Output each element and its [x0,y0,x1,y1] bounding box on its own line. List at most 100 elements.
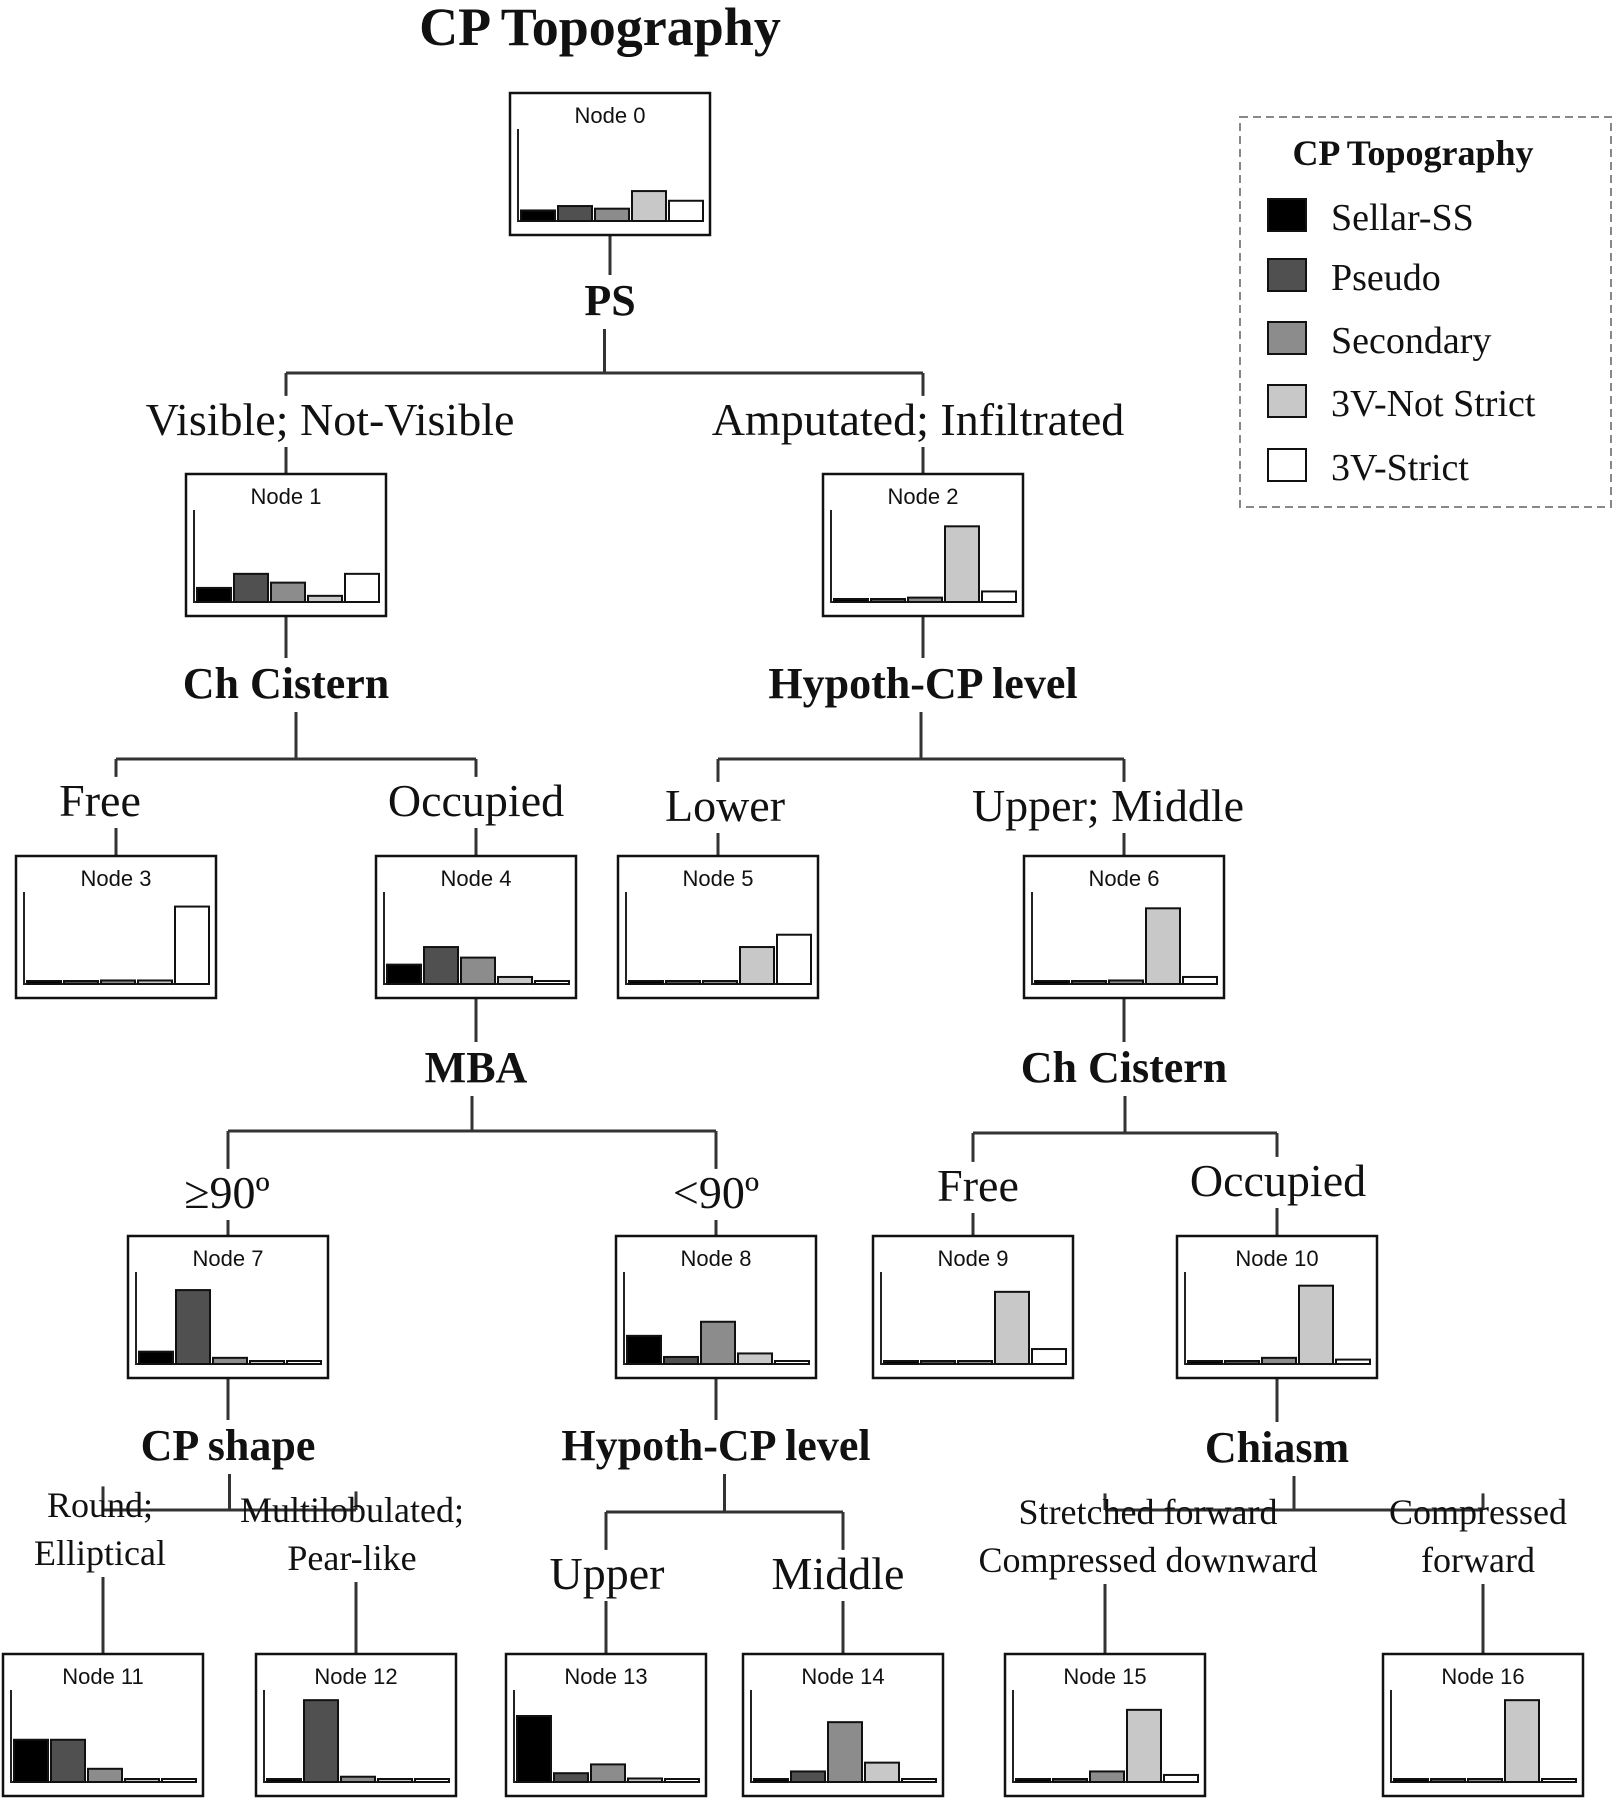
node-bar [1108,979,1144,985]
legend-swatch [1267,384,1307,418]
node-bar [1298,1284,1334,1366]
node-bar [920,1360,956,1365]
node-bar [174,905,210,985]
node-bar [233,572,269,604]
tree-node: Node 12 [254,1652,458,1798]
node-bar [994,1290,1030,1365]
node-bar [1031,1348,1067,1366]
node-bar [907,596,943,603]
node-label: Node 9 [938,1246,1009,1271]
node-label: Node 4 [441,866,512,891]
branch-condition-label: Occupied [388,775,564,826]
node-bar [1071,980,1107,985]
legend-item: Pseudo [1267,257,1441,299]
node-bar [753,1778,789,1783]
node-bar [516,1715,552,1783]
node-bar [175,1289,211,1365]
node-bar [26,980,62,985]
diagram-title: CP Topography [419,0,781,57]
branch-condition-label: Round; [47,1485,153,1525]
node-bar [414,1778,450,1783]
node-bar [1504,1699,1540,1784]
node-bar [138,1350,174,1366]
node-bar [340,1775,376,1783]
node-label: Node 2 [888,484,959,509]
legend-item: 3V-Not Strict [1267,383,1536,425]
node-bar [1430,1778,1466,1783]
tree-node: Node 11 [1,1652,205,1798]
branch-condition-label: Middle [772,1548,905,1599]
node-label: Node 15 [1063,1664,1146,1689]
node-bar [100,979,136,985]
legend-title: CP Topography [1292,133,1533,173]
node-bar [1224,1360,1260,1365]
node-bar [307,594,343,604]
tree-node: Node 1 [184,472,388,618]
branch-condition-label: Compressed downward [979,1540,1318,1580]
branch-condition-label: Stretched forward [1019,1492,1278,1532]
node-bar [901,1778,937,1783]
node-bar [303,1699,339,1784]
split-variable-label: Hypoth-CP level [768,659,1077,708]
legend-swatch [1267,258,1307,292]
node-box [1022,854,1226,1000]
legend-label: Sellar-SS [1331,197,1474,239]
node-bar [63,980,99,985]
branch-condition-label: forward [1421,1540,1535,1580]
tree-node: Node 13 [504,1652,708,1798]
branch-condition-label: Elliptical [34,1533,166,1573]
node-bar [520,209,556,223]
node-bar [460,956,496,985]
node-label: Node 8 [681,1246,752,1271]
legend-swatch [1267,448,1307,482]
node-bar [212,1356,248,1365]
node-bar [1335,1358,1371,1365]
tree-node: Node 14 [741,1652,945,1798]
node-bar [1541,1778,1577,1783]
node-bar [739,946,775,985]
node-bar [1034,980,1070,985]
legend-swatch [1267,198,1307,232]
branch-condition-label: Upper [550,1548,665,1599]
node-label: Node 1 [251,484,322,509]
tree-node: Node 6 [1022,854,1226,1000]
tree-node: Node 7 [126,1234,330,1380]
node-label: Node 7 [193,1246,264,1271]
tree-node: Node 8 [614,1234,818,1380]
node-bar [944,525,980,604]
node-bar [196,586,232,603]
node-label: Node 0 [575,103,646,128]
legend-item: Secondary [1267,320,1491,362]
node-bar [631,190,667,223]
node-bar [1126,1708,1162,1783]
node-bar [497,975,533,986]
node-bar [870,598,906,603]
node-bar [1393,1778,1429,1783]
split-variable-label: Ch Cistern [183,659,390,708]
node-bar [377,1778,413,1783]
node-bar [1467,1778,1503,1783]
node-bar [628,980,664,985]
node-label: Node 6 [1089,866,1160,891]
node-bar [594,207,630,222]
branch-condition-label: Lower [665,780,785,831]
split-variable-label: CP shape [141,1421,316,1470]
node-bar [700,1320,736,1366]
tree-node: Node 4 [374,854,578,1000]
split-variable-label: PS [584,276,635,325]
legend-label: Pseudo [1331,257,1441,299]
node-bar [161,1778,197,1783]
legend-label: 3V-Strict [1331,447,1469,489]
legend-swatch [1267,321,1307,355]
branch-condition-label: Upper; Middle [972,780,1244,831]
branch-condition-label: <90º [673,1167,759,1218]
branch-condition-label: ≥90º [184,1167,270,1218]
node-bar [957,1360,993,1365]
node-bar [1015,1778,1051,1783]
node-bar [833,598,869,603]
node-bar [553,1772,589,1783]
node-bar [1145,907,1181,986]
tree-node: Node 9 [871,1234,1075,1380]
